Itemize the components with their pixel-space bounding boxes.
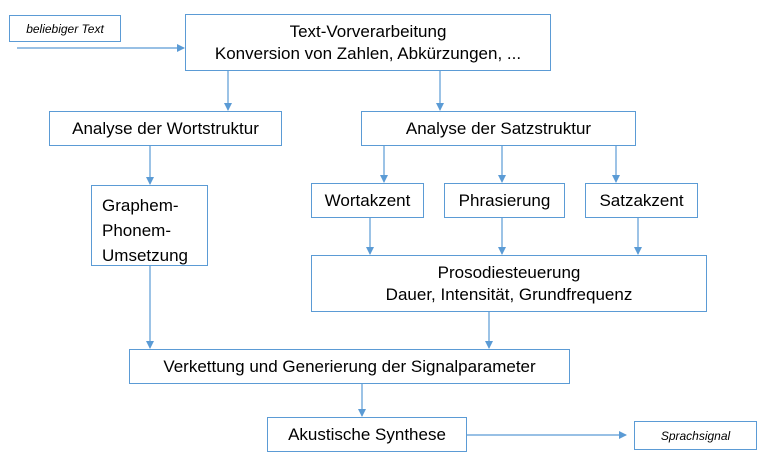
- node-concatenation: Verkettung und Generierung der Signalpar…: [129, 349, 570, 384]
- node-text-preprocessing: Text-Vorverarbeitung Konversion von Zahl…: [185, 14, 551, 71]
- node-grapheme-phoneme: Graphem- Phonem- Umsetzung: [91, 185, 208, 266]
- node-word-accent: Wortakzent: [311, 183, 424, 218]
- node-sentence-accent: Satzakzent: [585, 183, 698, 218]
- node-phrasing: Phrasierung: [444, 183, 565, 218]
- node-prosody-control: Prosodiesteuerung Dauer, Intensität, Gru…: [311, 255, 707, 312]
- output-label: Sprachsignal: [634, 421, 757, 450]
- node-acoustic-synthesis: Akustische Synthese: [267, 417, 467, 452]
- node-word-structure: Analyse der Wortstruktur: [49, 111, 282, 146]
- input-label: beliebiger Text: [9, 15, 121, 42]
- node-sentence-structure: Analyse der Satzstruktur: [361, 111, 636, 146]
